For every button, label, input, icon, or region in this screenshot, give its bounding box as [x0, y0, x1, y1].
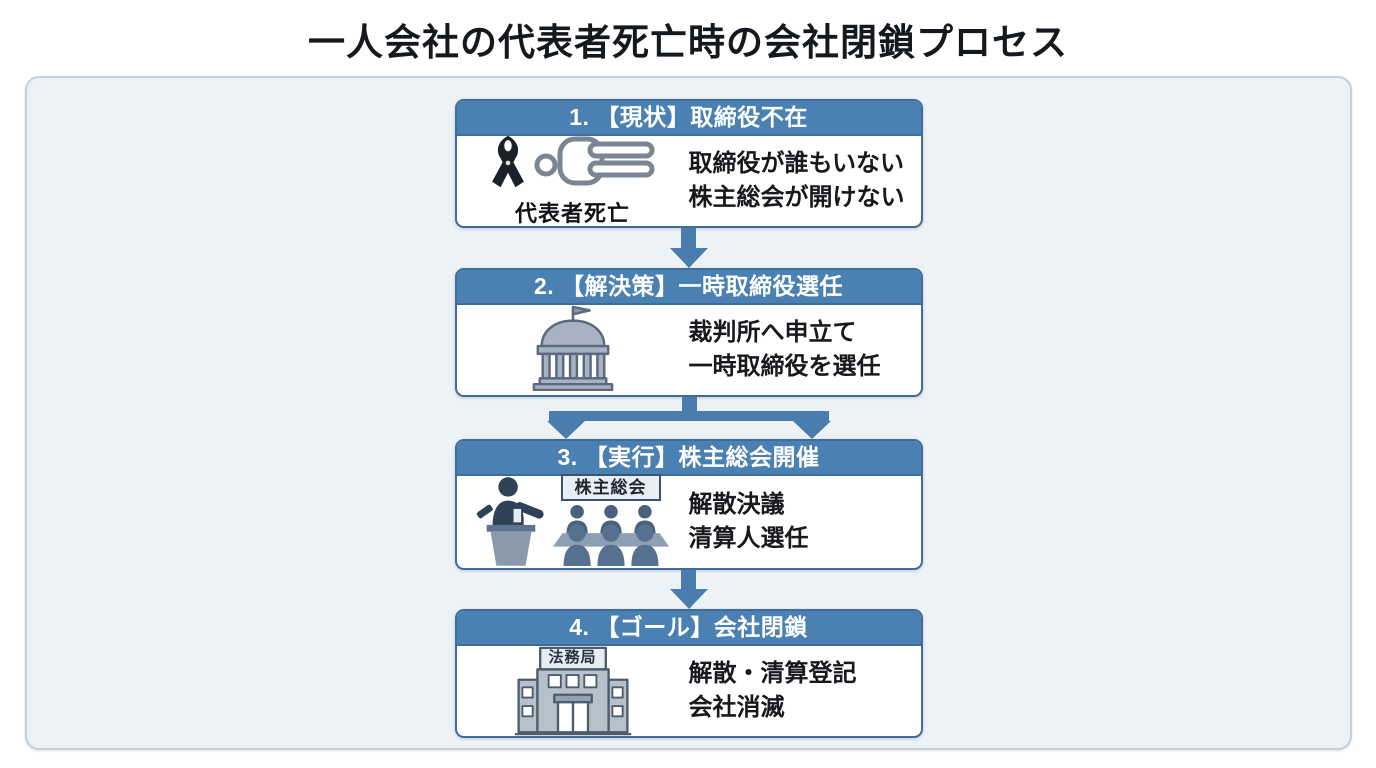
step-1-header: 1. 【現状】取締役不在 — [456, 101, 921, 136]
step-2-box: 2. 【解決策】一時取締役選任 — [454, 268, 923, 397]
process-flow: 1. 【現状】取締役不在 — [454, 99, 923, 738]
step-3-body: 株主総会 — [457, 473, 921, 569]
step-3-line-2: 清算人選任 — [688, 525, 809, 552]
page-title: 一人会社の代表者死亡時の会社閉鎖プロセス — [308, 22, 1068, 63]
step-3-box: 3. 【実行】株主総会開催 — [454, 439, 923, 570]
step-3-header: 3. 【実行】株主総会開催 — [456, 441, 921, 476]
step-4-line-2: 会社消滅 — [688, 694, 785, 721]
mourning-ribbon-icon — [490, 134, 526, 195]
deceased-person-icon — [534, 135, 656, 194]
step-4-box: 4. 【ゴール】会社閉鎖 — [454, 609, 923, 738]
flow-arrow-2-split — [546, 397, 831, 439]
step-4-header: 4. 【ゴール】会社閉鎖 — [456, 611, 921, 646]
flow-arrow-1 — [669, 228, 708, 268]
split-arrow-icon — [546, 397, 831, 439]
arrow-down-icon — [669, 248, 708, 268]
building-sign: 法務局 — [548, 649, 597, 666]
step-2-header: 2. 【解決策】一時取締役選任 — [456, 270, 921, 305]
step-2-line-2: 一時取締役を選任 — [688, 353, 881, 380]
audience-icon — [551, 504, 671, 569]
step-1-body: 代表者死亡 取締役が誰もいない 株主総会が開けない — [457, 134, 921, 226]
arrow-down-icon — [669, 589, 708, 609]
step-1-line-2: 株主総会が開けない — [688, 184, 905, 211]
speaker-icon — [475, 476, 547, 569]
step-3-line-1: 解散決議 — [688, 491, 785, 518]
step-2-line-1: 裁判所へ申立て — [688, 319, 857, 346]
deceased-caption: 代表者死亡 — [514, 201, 630, 226]
step-2-body: 裁判所へ申立て 一時取締役を選任 — [457, 305, 921, 395]
courthouse-icon — [527, 305, 619, 396]
step-1-line-1: 取締役が誰もいない — [688, 150, 905, 177]
legal-bureau-building-icon: 法務局 — [512, 646, 634, 736]
flow-container: 1. 【現状】取締役不在 — [25, 76, 1352, 750]
meeting-sign: 株主総会 — [560, 473, 661, 501]
step-4-body: 法務局 解散・清算登記 会社消滅 — [457, 646, 921, 736]
flow-arrow-3 — [669, 570, 708, 609]
step-1-box: 1. 【現状】取締役不在 — [454, 99, 923, 228]
step-4-line-1: 解散・清算登記 — [688, 660, 857, 687]
